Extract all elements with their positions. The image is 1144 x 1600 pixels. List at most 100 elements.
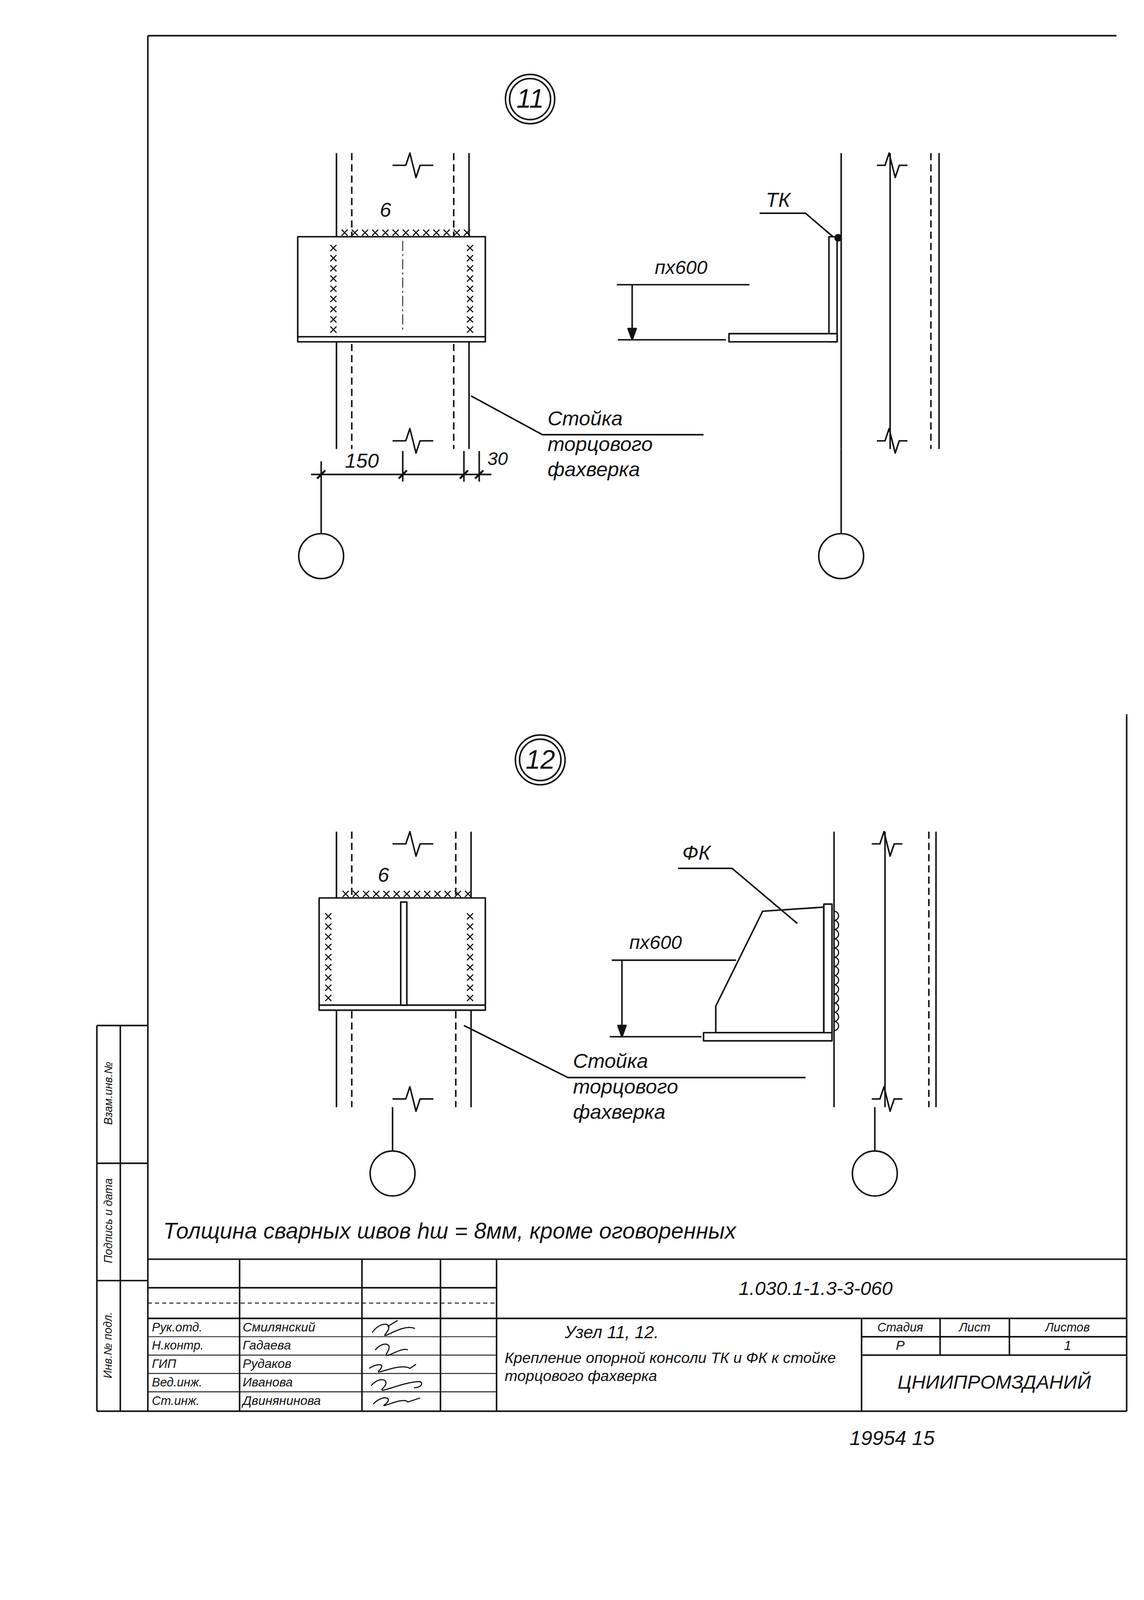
callout-circle [504, 73, 556, 125]
plan-view-11 [310, 450, 492, 534]
weld-leg-size: 6 [379, 198, 391, 222]
drawing-code: 1.030.1-1.3-3-060 [738, 1276, 893, 1299]
plan-view-12 [319, 897, 486, 1010]
side-view-12 [871, 1086, 903, 1111]
role-label: Вед.инж. [151, 1374, 203, 1389]
stamp-header: Стадия [877, 1319, 924, 1334]
plan-view-12 [392, 831, 434, 856]
person-name: Иванова [242, 1374, 293, 1390]
side-view-12 [703, 1032, 832, 1041]
drawing-frame [96, 35, 1127, 1411]
plan-view-12 [392, 1086, 434, 1111]
signatures [373, 1397, 421, 1405]
plan-view-12 [325, 912, 332, 1001]
person-name: Двинянинова [242, 1392, 322, 1408]
organization-name: ЦНИИПРОМЗДАНИЙ [897, 1370, 1091, 1393]
role-label: Рук.отд. [151, 1319, 203, 1334]
person-name: Рудаков [242, 1355, 292, 1371]
plan-view-12 [400, 901, 408, 1005]
plan-view-11 [297, 153, 704, 579]
side-view-11 [617, 284, 750, 340]
weld-leg-size: 6 [377, 862, 390, 887]
callout-circle [519, 739, 562, 781]
person-name: Гадаева [242, 1337, 291, 1353]
side-view-12 [617, 1025, 627, 1037]
side-view-11 [759, 213, 834, 237]
stamp-value: 1 [1063, 1337, 1072, 1353]
plan-view-11 [297, 236, 486, 342]
side-view-12 [834, 831, 936, 1107]
sheet-title: Крепление опорной консоли ТК и ФК к стой… [504, 1348, 852, 1385]
plan-view-12 [342, 890, 472, 897]
callout-circle [515, 734, 566, 785]
side-view-12 [871, 831, 903, 856]
dimension: 30 [487, 448, 508, 470]
detail-callout: 11 [504, 73, 556, 125]
side-view-11 [930, 153, 932, 450]
side-view-11 [835, 234, 842, 241]
side-stamp-label: Взам.инв.№ [101, 1061, 115, 1125]
side-view-11 [841, 153, 940, 450]
role-label: Н.контр. [151, 1337, 204, 1352]
plan-view-12 [467, 912, 474, 1001]
sheet-title: Узел 11, 12. [564, 1321, 659, 1342]
side-view-12 [715, 906, 824, 1033]
stamp-header: Листов [1045, 1319, 1090, 1334]
side-view-12 [834, 910, 839, 1031]
part-mark: ТК [765, 188, 790, 212]
member-label: Стойка торцового фахверка [547, 405, 701, 483]
title-block-grid [147, 1258, 1127, 1411]
side-view-11 [828, 236, 837, 342]
side-view-11 [876, 153, 908, 178]
part-mark: ФК [682, 840, 711, 865]
side-stamp-label: Подпись и дата [101, 1177, 115, 1263]
plan-view-11 [471, 395, 704, 435]
plan-view-11 [297, 335, 486, 338]
side-view-11 [628, 328, 637, 340]
plan-view-11 [467, 245, 474, 333]
title-block-grid [147, 1258, 1127, 1411]
callout-circle [505, 74, 555, 124]
side-view-11 [876, 428, 908, 453]
member-label: Стойка торцового фахверка [572, 1048, 727, 1125]
callout-circle [509, 78, 551, 120]
signatures [369, 1363, 417, 1372]
plan-view-11 [341, 229, 470, 237]
side-view-12 [609, 959, 737, 1037]
role-label: Ст.инж. [151, 1393, 200, 1408]
plan-view-11 [317, 470, 484, 479]
archive-number: 19954 15 [849, 1425, 935, 1450]
plan-view-11 [392, 153, 434, 178]
side-view-12 [852, 1150, 898, 1196]
side-view-12 [609, 831, 936, 1196]
side-view-11 [617, 153, 940, 579]
drawing-frame [96, 35, 1127, 1411]
side-view-11 [840, 448, 842, 534]
signatures [371, 1379, 422, 1390]
side-stamp-grid [96, 1025, 148, 1411]
plan-view-11 [402, 240, 404, 333]
general-note: Толщина сварных швов hш = 8мм, кроме ого… [163, 1217, 736, 1244]
role-label: ГИП [151, 1356, 177, 1371]
signatures [372, 1319, 415, 1335]
side-view-12 [928, 831, 930, 1107]
side-view-11 [818, 533, 864, 579]
side-stamp-grid [96, 1025, 148, 1411]
signatures [369, 1319, 423, 1405]
plan-view-12 [391, 1106, 394, 1151]
plan-view-12 [370, 1150, 416, 1196]
side-view-12 [874, 1106, 876, 1151]
title-block-grid [147, 1302, 497, 1303]
stamp-value: Р [895, 1337, 905, 1353]
dimension: пх600 [629, 930, 682, 954]
side-view-11 [729, 333, 838, 342]
plan-view-11 [298, 533, 344, 579]
title-block-grid [147, 1336, 497, 1392]
side-view-12 [677, 867, 798, 923]
detail-callout: 12 [514, 733, 567, 786]
callout-number: 12 [525, 744, 555, 775]
